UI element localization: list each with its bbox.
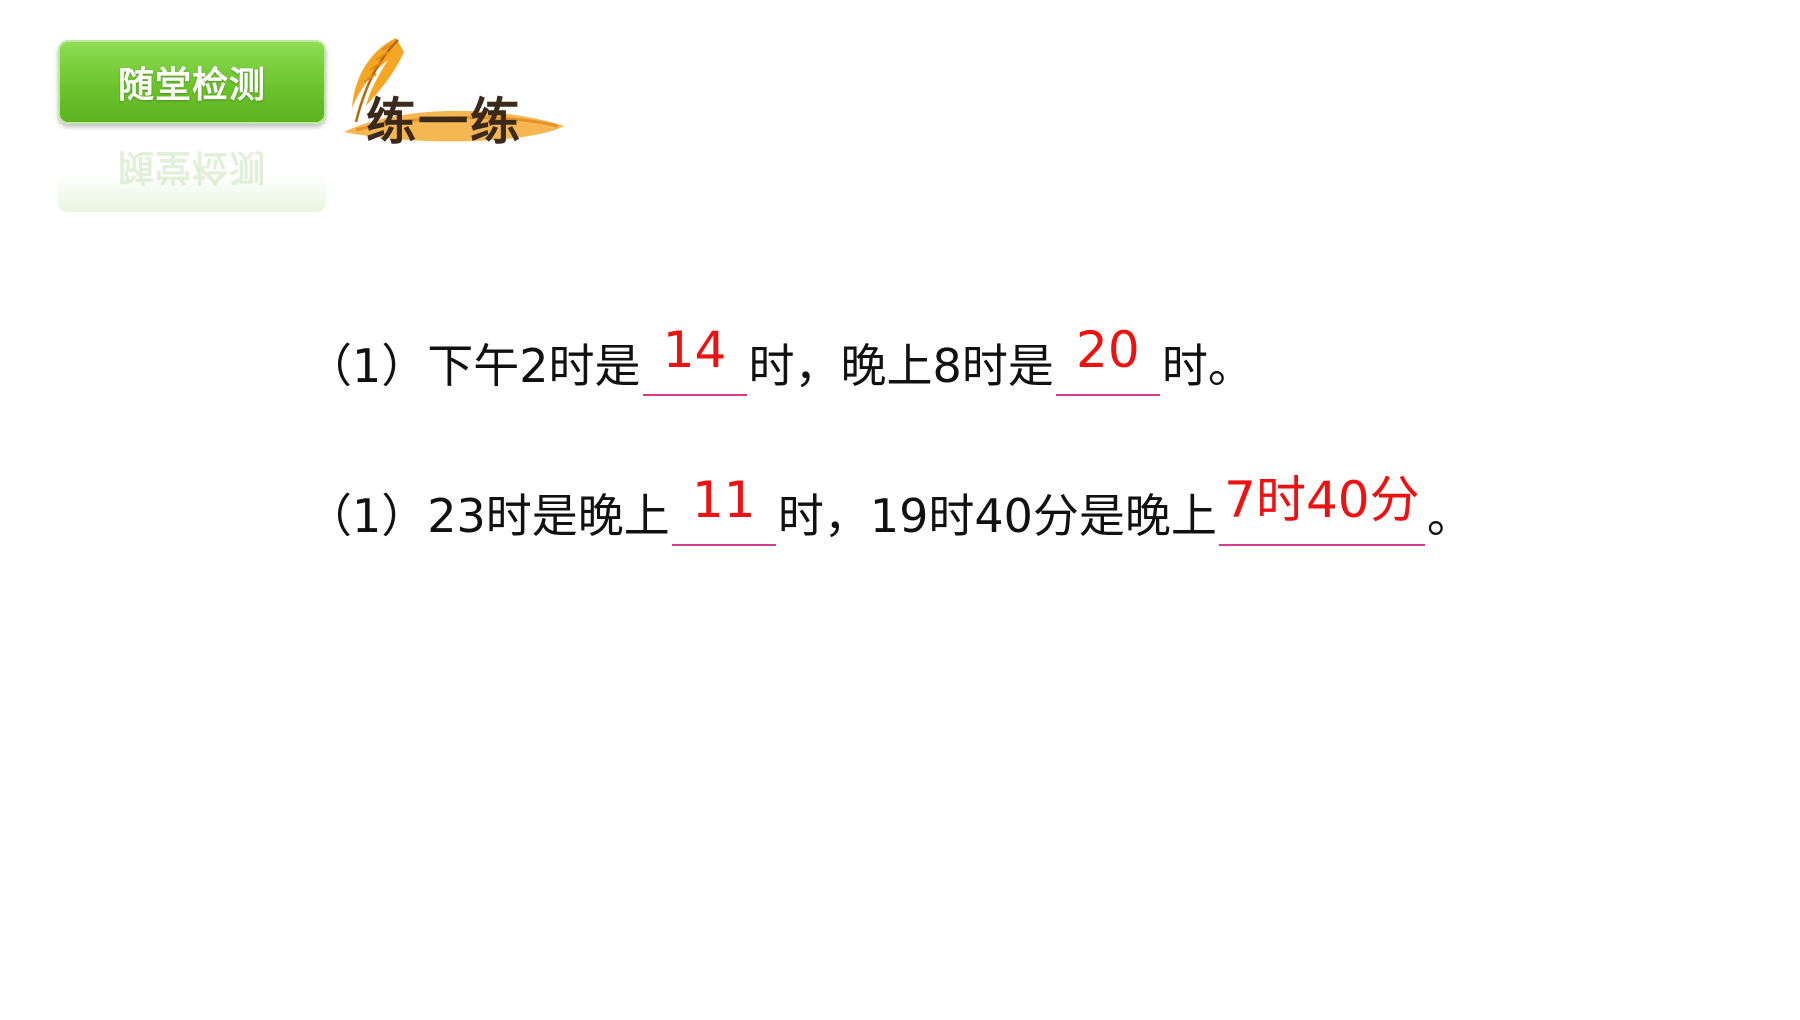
badge-reflection-label: 随堂检测	[117, 146, 266, 187]
badge-reflection: 随堂检测	[58, 128, 326, 212]
answer-blank-1b[interactable]: 20	[1055, 321, 1160, 396]
question-line-1: （1）下午2时是 14 时，晚上8时是 20 时。	[306, 316, 1254, 396]
answer-1a: 14	[662, 321, 727, 379]
answer-2a: 11	[692, 471, 756, 529]
question-2-suffix: 。	[1426, 489, 1473, 543]
badge-label: 随堂检测	[117, 65, 266, 106]
practice-heading: 练一练	[336, 30, 576, 151]
badge-button: 随堂检测	[58, 40, 326, 124]
section-badge: 随堂检测 随堂检测	[58, 40, 328, 212]
question-2-middle: 时，19时40分是晚上	[777, 489, 1217, 543]
feather-icon	[344, 38, 564, 142]
question-line-2: （1）23时是晚上 11 时，19时40分是晚上 7时40分 。	[306, 466, 1473, 546]
answer-2b: 7时40分	[1224, 471, 1420, 529]
answer-blank-2a[interactable]: 11	[671, 471, 776, 546]
question-2-prefix: （1）23时是晚上	[306, 489, 670, 543]
question-1-prefix: （1）下午2时是	[306, 339, 641, 393]
practice-title: 练一练	[366, 93, 522, 151]
answer-blank-1a[interactable]: 14	[642, 321, 747, 396]
answer-1b: 20	[1076, 321, 1140, 379]
question-1-suffix: 时。	[1161, 339, 1254, 393]
question-1-middle: 时，晚上8时是	[748, 339, 1054, 393]
answer-blank-2b[interactable]: 7时40分	[1218, 471, 1425, 546]
